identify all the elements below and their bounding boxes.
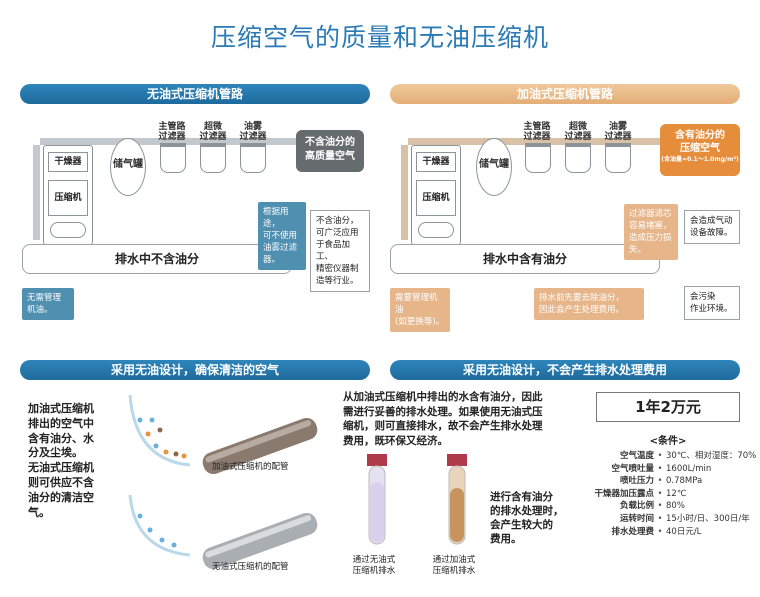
note-pollution: 会污染作业环境。: [684, 286, 740, 320]
filter-mist: [240, 143, 266, 173]
oily-pipe-illustration: [128, 394, 318, 475]
air-tank: [110, 138, 146, 196]
annual-cost-box: 1年2万元: [596, 392, 740, 422]
condition-row: 喷吐压力•0.78MPa: [619, 476, 703, 487]
filter-mist-label-oil: 油雾过滤器: [604, 122, 632, 142]
page-title: 压缩空气的质量和无油压缩机: [210, 23, 549, 52]
drain-pipe: [33, 145, 40, 240]
filter-main-label: 主管路过滤器: [158, 122, 186, 142]
filter-ultra: [200, 143, 226, 173]
result-oily-air: 含有油分的压缩空气(含油量≈0.1～1.0mg/m³): [660, 124, 740, 176]
drain-pipe-oil: [401, 145, 408, 240]
note-drain-cost: 排水前先要去除油分，因此会产生处理费用。: [534, 288, 644, 320]
air-tank-label-oil: 储气罐: [479, 159, 509, 170]
result-clean-air: 不含油分的高质量空气: [296, 130, 364, 172]
main-pipe: [40, 138, 302, 145]
oil-lubricated-piping-header: 加油式压缩机管路: [390, 84, 740, 104]
filter-main: [160, 143, 186, 173]
oily-pipe-caption: 加油式压缩机的配管: [212, 462, 289, 472]
dryer-label-oil: 干燥器: [416, 152, 456, 172]
compressor-base-oil: [418, 222, 454, 238]
dryer-label: 干燥器: [48, 152, 88, 172]
condition-row: 负载比例•80%: [619, 501, 685, 512]
oil-free-pipe-illustration: [128, 494, 318, 570]
compressor-label-oil: 压缩机: [416, 180, 456, 216]
tube-oil-free-caption: 通过无油式压缩机排水: [352, 555, 396, 576]
oil-free-piping-header: 无油式压缩机管路: [20, 84, 370, 104]
filter-main-oil: [525, 143, 551, 173]
compressor-label: 压缩机: [48, 180, 88, 216]
clean-air-header: 采用无油设计，确保清洁的空气: [20, 360, 370, 380]
note-no-oil-mgmt: 无需管理机油。: [22, 288, 74, 320]
note-wide-usage: 不含油分，可广泛应用于食品加工、精密仪器制造等行业。: [310, 210, 370, 292]
tube-oil-caption: 通过加油式压缩机排水: [432, 555, 476, 576]
note-device-fault: 会造成气动设备故障。: [684, 210, 740, 244]
condition-row: 运转时间•15小时/日、300日/年: [619, 513, 750, 524]
compressor-base: [50, 222, 86, 238]
oil-free-pipe-caption: 无油式压缩机的配管: [212, 562, 289, 572]
condition-row: 空气喷吐量•1600L/min: [611, 463, 712, 474]
air-tank-label: 储气罐: [113, 159, 143, 170]
drain-cost-intro: 从加油式压缩机中排出的水含有油分，因此 需进行妥善的排水处理。如果使用无油式压 …: [343, 391, 543, 447]
filter-ultra-oil: [565, 143, 591, 173]
air-tank-oil: [476, 138, 512, 196]
drain-with-oil: 排水中含有油分: [390, 244, 660, 274]
note-oil-mgmt: 需要管理机油(如更换等)。: [390, 288, 450, 332]
conditions-list: 空气温度•30℃、相对湿度：70% 空气喷吐量•1600L/min 喷吐压力•0…: [582, 450, 757, 538]
note-filter-optional: 根据用途，可不使用油雾过滤器。: [258, 202, 306, 270]
filter-mist-label: 油雾过滤器: [239, 122, 267, 142]
filter-mist-oil: [605, 143, 631, 173]
no-drain-cost-header: 采用无油设计，不会产生排水处理费用: [390, 360, 740, 380]
clean-air-description: 加油式压缩机 排出的空气中 含有油分、水 分及尘埃。 无油式压缩机 则可供应不含…: [28, 402, 94, 519]
main-pipe-oil: [408, 138, 670, 145]
filter-ultra-label: 超微过滤器: [199, 122, 227, 142]
condition-row: 干燥器加压露点•12℃: [594, 488, 687, 499]
conditions-title: <条件>: [649, 436, 687, 447]
filter-main-label-oil: 主管路过滤器: [523, 122, 551, 142]
note-filter-clog: 过滤器滤芯容易堵塞，造成压力损失。: [624, 204, 678, 260]
filter-ultra-label-oil: 超微过滤器: [564, 122, 592, 142]
drain-cost-side-text: 进行含有油分 的排水处理时， 会产生较大的 费用。: [490, 491, 564, 545]
drain-no-oil: 排水中不含油分: [22, 244, 292, 274]
test-tubes-illustration: [367, 454, 467, 545]
condition-row: 排水处理费•40日元/L: [611, 526, 702, 537]
condition-row: 空气温度•30℃、相对湿度：70%: [619, 451, 757, 461]
